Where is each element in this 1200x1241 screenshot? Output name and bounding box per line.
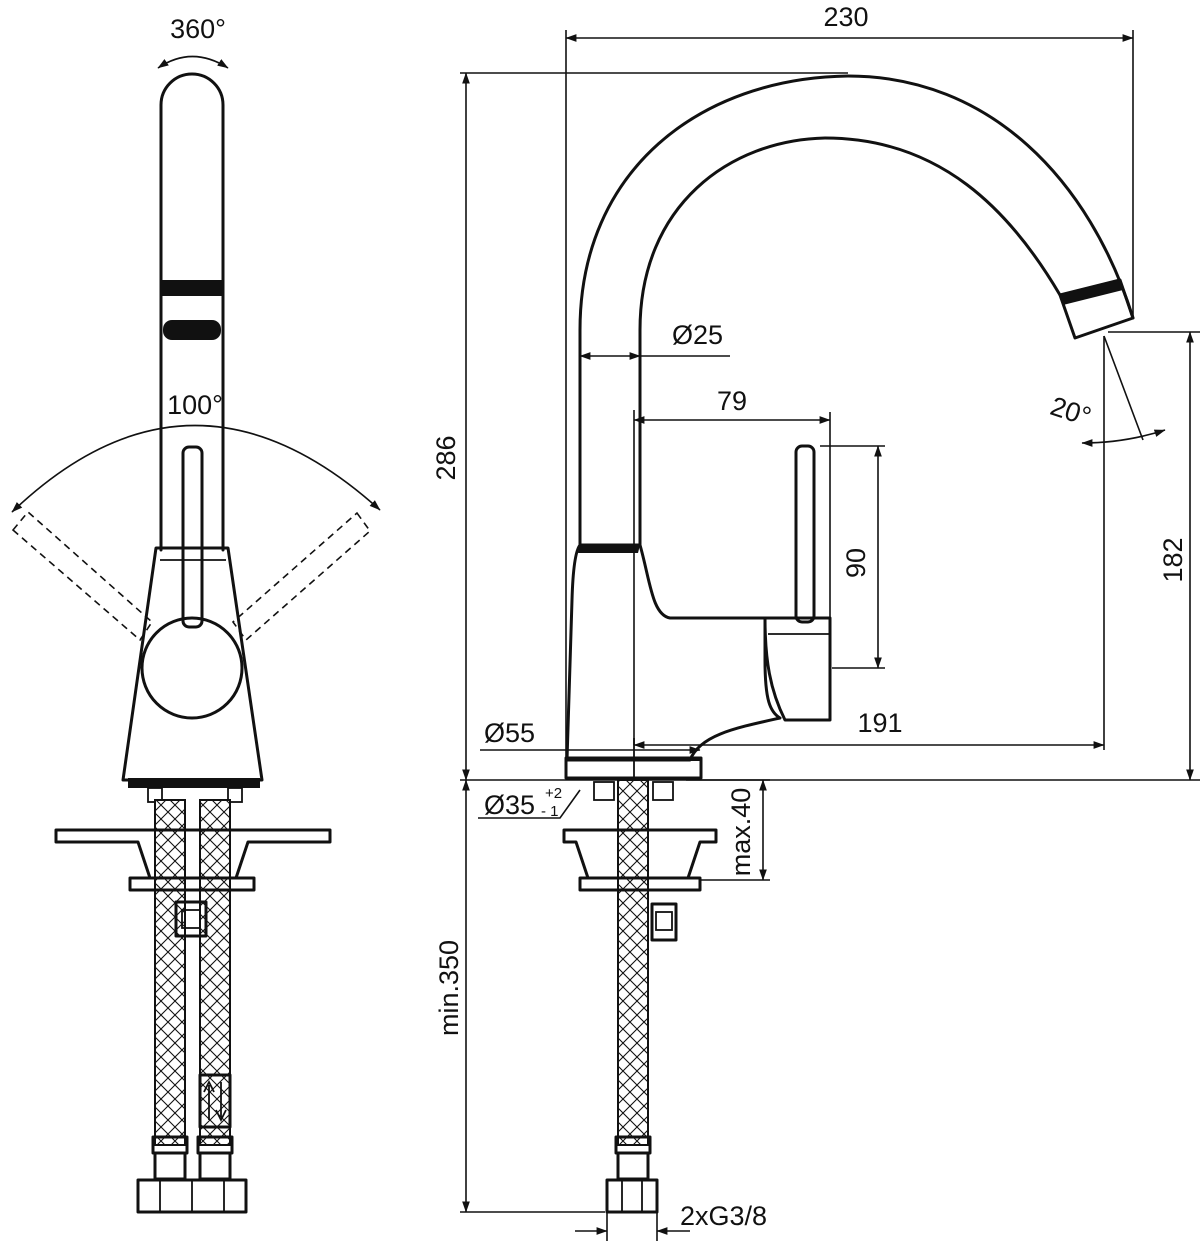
side-lever-head (763, 616, 832, 722)
lever-swing-arc (11, 424, 381, 513)
front-fittings (136, 1135, 248, 1214)
label-overall-height: 286 (431, 435, 461, 480)
label-overall-width: 230 (823, 2, 868, 32)
front-view (11, 55, 381, 1214)
label-spout-diameter: Ø25 (672, 320, 723, 350)
front-spout-tube (159, 72, 225, 552)
dimension-lines (460, 30, 1200, 1241)
side-fitting (605, 1178, 659, 1214)
front-body (121, 546, 264, 782)
side-nut (650, 902, 678, 942)
side-spout (578, 74, 1135, 547)
front-spout-band (161, 280, 223, 296)
label-hole-tolerance-plus: +2 (545, 785, 562, 802)
front-base-ring (128, 778, 260, 788)
rotation-arrow (157, 55, 229, 69)
front-nut (174, 900, 208, 938)
side-body (565, 543, 782, 762)
label-lever-swing: 100° (167, 390, 223, 420)
label-spout-angle: 20° (1047, 391, 1095, 432)
label-spout-reach: 191 (857, 708, 902, 738)
front-lever (181, 445, 204, 629)
label-min-hose: min.350 (434, 940, 464, 1036)
label-base-diameter: Ø55 (484, 718, 535, 748)
label-rotation: 360° (170, 14, 226, 44)
label-spout-height: 182 (1158, 537, 1188, 582)
label-lever-height: 90 (841, 548, 871, 578)
label-lever-offset: 79 (717, 386, 747, 416)
side-lever (794, 444, 816, 624)
dashed-lever-positions (11, 510, 372, 642)
side-view (562, 74, 1135, 1214)
label-connection: 2xG3/8 (680, 1201, 767, 1231)
label-hole-diameter: Ø35 (484, 790, 535, 820)
aerator (163, 320, 221, 340)
front-mounting-plate (54, 828, 332, 880)
label-hole-tolerance-minus: - 1 (541, 803, 559, 820)
front-lever-knob (140, 616, 244, 720)
label-max-deck: max.40 (726, 788, 756, 877)
